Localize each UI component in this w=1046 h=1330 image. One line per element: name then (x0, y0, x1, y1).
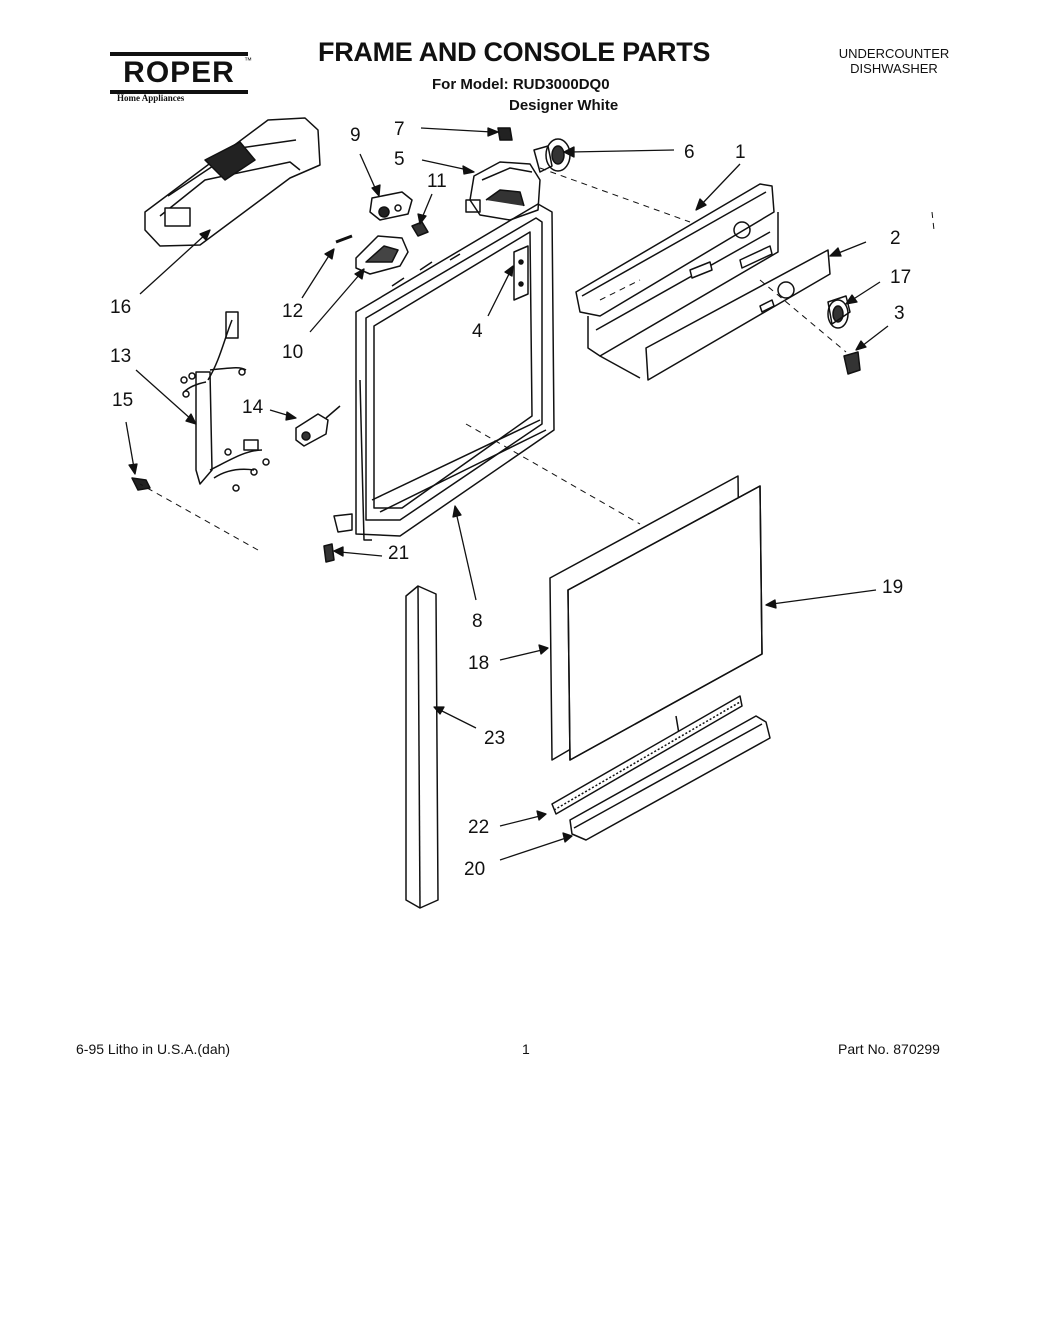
trademark-mark: ™ (244, 56, 252, 65)
callout-7: 7 (394, 119, 405, 140)
part-22-trim-strip (551, 695, 743, 815)
part-14-connector (295, 405, 341, 447)
product-type: UNDERCOUNTER DISHWASHER (820, 46, 968, 76)
callout-18: 18 (468, 653, 490, 674)
part-20-trim-strip (569, 715, 771, 841)
part-8-frame (333, 203, 555, 541)
model-line: For Model: RUD3000DQ0 (432, 76, 610, 93)
callout-17: 17 (890, 267, 912, 288)
part-21-clip (323, 543, 335, 563)
callout-8: 8 (472, 611, 483, 632)
callout-11: 11 (427, 171, 447, 192)
product-line-2: DISHWASHER (850, 61, 938, 76)
part-7-screw (497, 127, 513, 141)
callout-6: 6 (684, 142, 695, 163)
callout-22: 22 (468, 817, 490, 838)
leader-lines (125, 127, 889, 861)
litho-note: 6-95 Litho in U.S.A.(dah) (76, 1041, 231, 1057)
part-12-spring (335, 234, 353, 244)
callout-5: 5 (394, 149, 405, 170)
part-23-side-trim (405, 585, 439, 909)
page-number: 1 (522, 1041, 530, 1057)
callout-3: 3 (894, 303, 905, 324)
part-17-knob (827, 295, 851, 329)
part-9-switch (369, 191, 413, 221)
callout-10: 10 (282, 342, 304, 363)
callout-16: 16 (110, 297, 132, 318)
part-3-clip (843, 351, 861, 375)
callout-12: 12 (282, 301, 304, 322)
callout-1: 1 (735, 142, 746, 163)
callout-14: 14 (242, 397, 264, 418)
part-13-wire-harness (180, 311, 270, 492)
part-5-timer (465, 161, 541, 221)
callout-4: 4 (472, 321, 483, 342)
part-16-console-cover (144, 117, 321, 247)
roper-logo: ROPER (110, 52, 248, 94)
part-6-dial (533, 138, 571, 173)
brand-subtitle: Home Appliances (117, 93, 185, 103)
part-2-overlay (645, 249, 831, 381)
page-title: FRAME AND CONSOLE PARTS (318, 37, 711, 67)
callout-15: 15 (112, 390, 134, 411)
callout-19: 19 (882, 577, 904, 598)
callout-13: 13 (110, 346, 132, 367)
product-line-1: UNDERCOUNTER (838, 46, 950, 61)
part-number: Part No. 870299 (838, 1041, 940, 1057)
guide-lines (139, 167, 935, 551)
part-19-door-panel (567, 485, 763, 761)
part-1-console-panel (575, 183, 779, 379)
callout-20: 20 (464, 859, 486, 880)
part-11-clip (411, 221, 429, 237)
callout-21: 21 (388, 543, 410, 564)
callout-23: 23 (484, 728, 506, 749)
color-line: Designer White (509, 97, 619, 114)
callout-2: 2 (890, 228, 901, 249)
callout-9: 9 (350, 125, 361, 146)
part-10-bracket (355, 235, 409, 275)
